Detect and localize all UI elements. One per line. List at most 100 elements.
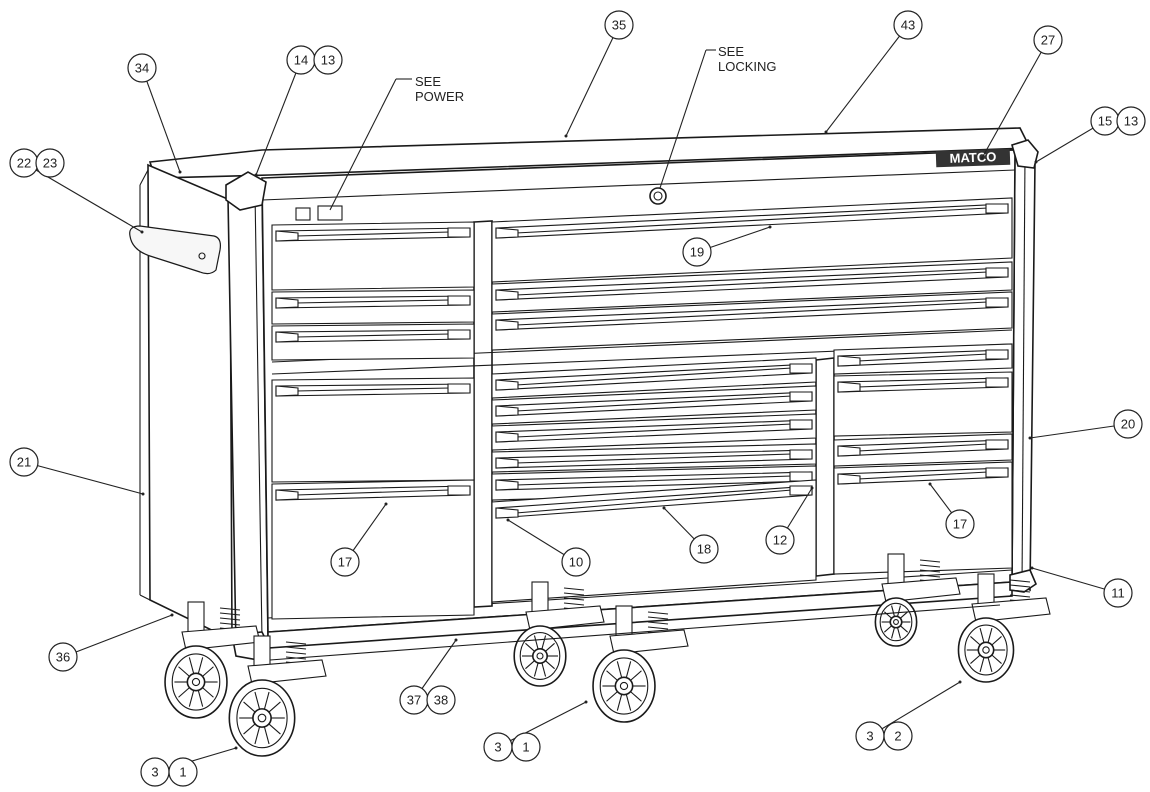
drawer-left-5: [271, 479, 475, 620]
callout-2: 2: [883, 721, 913, 751]
callout-leader: [565, 24, 620, 137]
drawer-mid-2: [491, 385, 817, 425]
callout-36: 36: [48, 642, 78, 672]
caster-front-right: [957, 573, 1051, 683]
callout-number: 22: [17, 156, 31, 171]
callout-27: 27: [1033, 25, 1063, 55]
callout-18: 18: [689, 534, 719, 564]
callout-leader: [62, 614, 173, 658]
drawer-mid-1: [491, 357, 817, 399]
drawer-left-3: [271, 323, 475, 361]
callout-35: 35: [604, 10, 634, 40]
callout-leader: [869, 681, 961, 737]
brand-badge: MATCO: [949, 149, 996, 166]
callout-11: 11: [1103, 578, 1133, 608]
callout-leader: [981, 39, 1049, 159]
column-divider: [815, 357, 835, 577]
callout-12: 12: [765, 525, 795, 555]
callout-number: 3: [866, 729, 873, 744]
drawer-left-2: [271, 289, 475, 325]
callout-1: 1: [168, 757, 198, 787]
column-divider: [473, 220, 493, 608]
caster-rear-left: [164, 601, 261, 719]
caster-front-middle: [592, 605, 689, 723]
callout-14: 14: [286, 45, 316, 75]
callout-37: 37: [399, 685, 429, 715]
callout-3: 3: [855, 721, 885, 751]
callout-number: 11: [1111, 586, 1125, 601]
callout-number: 27: [1041, 33, 1055, 48]
callout-number: 34: [135, 61, 149, 76]
caster-rear-right: [874, 553, 961, 647]
note-see-power-line2: POWER: [415, 89, 464, 104]
callout-leader: [497, 701, 587, 748]
callout-43: 43: [893, 10, 923, 40]
callout-number: 1: [522, 740, 529, 755]
drawer-right-4: [833, 461, 1013, 575]
callout-17: 17: [330, 547, 360, 577]
callout-20: 20: [1113, 409, 1143, 439]
callout-number: 2: [894, 729, 901, 744]
callout-leader: [1031, 567, 1119, 594]
callout-number: 3: [494, 740, 501, 755]
callout-number: 13: [321, 53, 335, 68]
callout-number: 17: [953, 517, 967, 532]
callout-number: 19: [690, 245, 704, 260]
callout-number: 43: [901, 18, 915, 33]
callout-3: 3: [483, 732, 513, 762]
callout-21: 21: [9, 447, 39, 477]
caster-front-left: [228, 635, 327, 757]
callout-13: 13: [1116, 106, 1146, 136]
callout-22: 22: [9, 148, 39, 178]
note-see-locking-line1: SEE: [718, 44, 744, 59]
callout-leader: [1029, 423, 1129, 439]
callout-number: 21: [17, 455, 31, 470]
drawer-right-3: [833, 433, 1013, 467]
callout-number: 18: [697, 542, 711, 557]
callout-19: 19: [682, 237, 712, 267]
callout-15: 15: [1090, 106, 1120, 136]
drawer-top-wide-3: [491, 291, 1013, 351]
callout-number: 20: [1121, 417, 1135, 432]
callout-number: 1: [179, 765, 186, 780]
drawer-top-wide-2: [491, 261, 1013, 313]
callout-number: 12: [773, 533, 787, 548]
callout-38: 38: [426, 685, 456, 715]
callout-number: 3: [151, 765, 158, 780]
callout-number: 37: [407, 693, 421, 708]
drawer-mid-4: [491, 443, 817, 473]
callout-number: 13: [1124, 114, 1138, 129]
drawer-left-1: [271, 221, 475, 291]
note-see-locking: SEE LOCKING: [659, 44, 777, 189]
drawer-right-2: [833, 371, 1013, 437]
drawer-top-wide-1: [491, 197, 1013, 283]
drawer-mid-3: [491, 413, 817, 451]
callout-number: 10: [569, 555, 583, 570]
callout-number: 17: [338, 555, 352, 570]
note-see-power-line1: SEE: [415, 74, 441, 89]
drawer-right-1: [833, 343, 1013, 375]
callout-34: 34: [127, 53, 157, 83]
callout-leader: [23, 461, 144, 495]
callout-number: 15: [1098, 114, 1112, 129]
callout-leader: [141, 67, 181, 173]
note-see-power: SEE POWER: [329, 74, 464, 211]
note-see-locking-line2: LOCKING: [718, 59, 777, 74]
callout-17: 17: [945, 509, 975, 539]
callout-3: 3: [140, 757, 170, 787]
callout-10: 10: [561, 547, 591, 577]
callout-number: 36: [56, 650, 70, 665]
callout-leader: [825, 24, 909, 133]
drawer-fronts: [271, 197, 1013, 620]
callout-13: 13: [313, 45, 343, 75]
callout-number: 38: [434, 693, 448, 708]
callout-number: 14: [294, 53, 308, 68]
callout-number: 35: [612, 18, 626, 33]
callout-leader: [255, 59, 302, 176]
callout-23: 23: [35, 148, 65, 178]
drawer-left-4: [271, 377, 475, 483]
callout-1: 1: [511, 732, 541, 762]
callout-number: 23: [43, 156, 57, 171]
